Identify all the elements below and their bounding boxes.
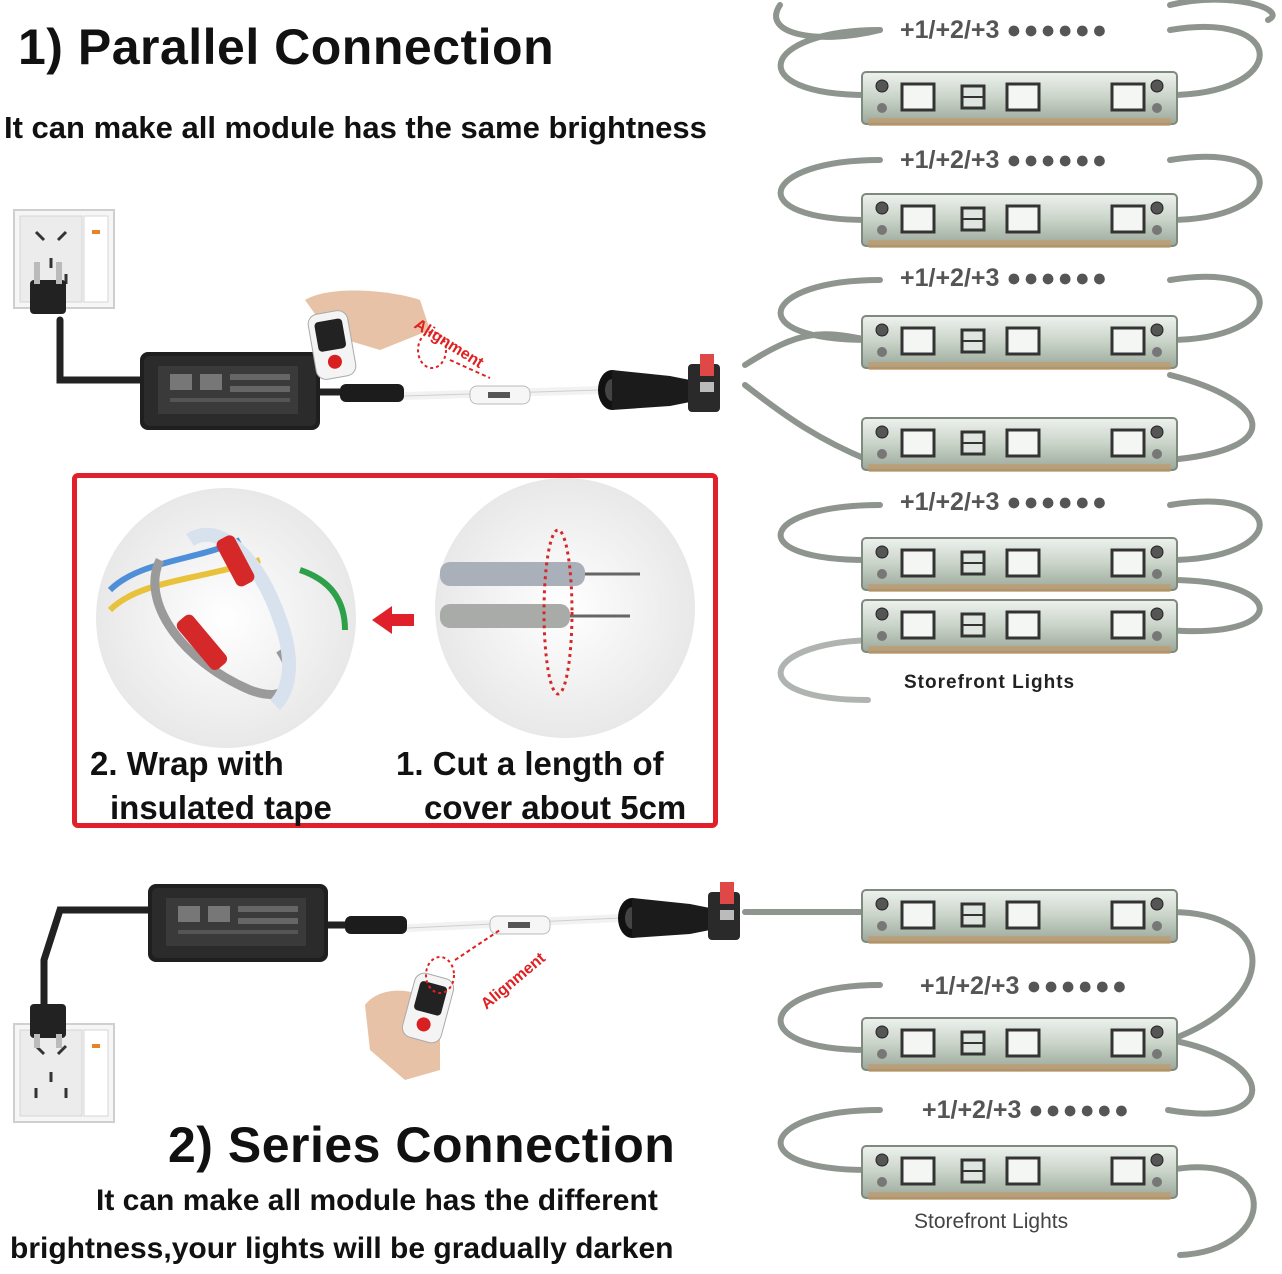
power-adapter-top	[140, 352, 320, 430]
more-modules-label-2: +1/+2/+3 ●●●●●●	[900, 146, 1109, 174]
wall-plug-top	[12, 208, 116, 314]
more-modules-label-5: +1/+2/+3 ●●●●●●	[920, 972, 1129, 1000]
parallel-subtitle: It can make all module has the same brig…	[4, 110, 707, 145]
wall-plug-bottom	[12, 1004, 116, 1124]
instruction-frame	[72, 473, 718, 828]
more-modules-label-4: +1/+2/+3 ●●●●●●	[900, 488, 1109, 516]
dc-connector-top	[598, 354, 720, 412]
series-subtitle-line1: It can make all module has the different	[96, 1184, 658, 1217]
series-subtitle-line2: brightness,your lights will be gradually…	[10, 1232, 674, 1265]
storefront-label-top: Storefront Lights	[904, 672, 1076, 693]
remote-hand-top	[305, 290, 491, 382]
step1-circle-illustration	[435, 478, 695, 738]
power-adapter-bottom	[148, 884, 328, 962]
parallel-wiring	[56, 0, 1276, 703]
series-title: 2) Series Connection	[168, 1117, 676, 1173]
remote-hand-bottom	[365, 929, 501, 1080]
dc-connector-bottom	[618, 882, 740, 940]
step1-text: 1. Cut a length of cover about 5cm	[396, 745, 687, 826]
more-modules-label-1: +1/+2/+3 ●●●●●●	[900, 16, 1109, 44]
storefront-label-bottom: Storefront Lights	[914, 1210, 1069, 1233]
more-modules-label-6: +1/+2/+3 ●●●●●●	[922, 1096, 1131, 1124]
step2-text: 2. Wrap with insulated tape	[90, 745, 332, 826]
step2-circle-illustration	[96, 488, 356, 748]
led-modules-series	[860, 888, 1179, 1202]
parallel-title: 1) Parallel Connection	[18, 19, 555, 75]
step-arrow	[372, 606, 414, 634]
more-modules-label-3: +1/+2/+3 ●●●●●●	[900, 264, 1109, 292]
